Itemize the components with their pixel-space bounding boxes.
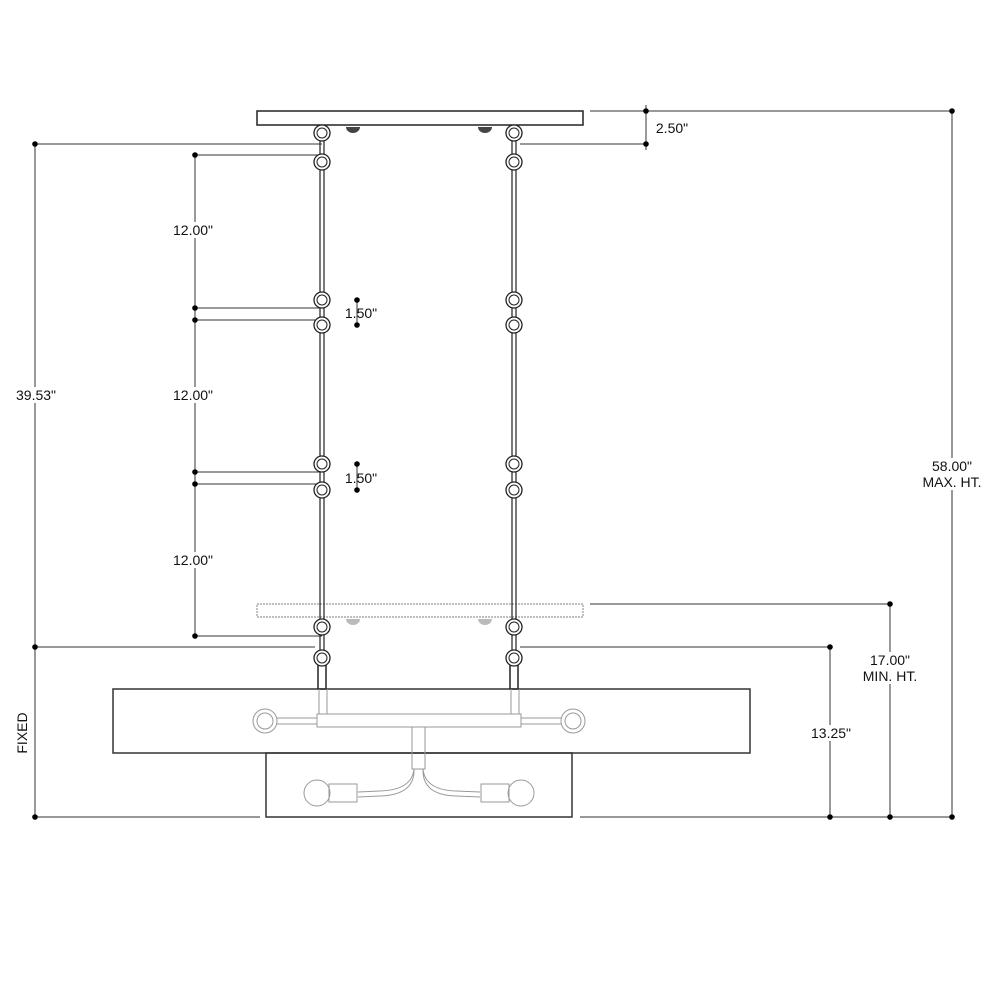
dimension-dot (192, 633, 198, 639)
chain-link-inner (508, 294, 520, 306)
dimension-dot (192, 317, 198, 323)
canopy-min-position (256, 603, 584, 618)
canopy-screws (346, 127, 492, 133)
dimension-dot (354, 461, 360, 467)
fixture-stem (317, 664, 327, 690)
dimension-dot (887, 814, 893, 820)
dimension-dot (827, 814, 833, 820)
overall-chain-label: 39.53" (15, 387, 57, 403)
dimension-dot (949, 814, 955, 820)
dimension-dot (192, 152, 198, 158)
min-height-label: MIN. HT. (862, 668, 918, 684)
chain-link-inner (316, 621, 328, 633)
dimension-dot (192, 481, 198, 487)
fixture-parts (112, 110, 751, 818)
fixture-height-label: 13.25" (810, 725, 852, 741)
chain-segment-1-label: 12.00" (172, 222, 214, 238)
chain-link-inner (316, 156, 328, 168)
canopy-height-label: 2.50" (655, 120, 689, 136)
canopy-min-screws (346, 619, 492, 625)
chain-link-inner (316, 484, 328, 496)
chain-link-inner (508, 621, 520, 633)
chain-link-inner (316, 127, 328, 139)
max-height-value: 58.00" (931, 458, 973, 474)
chain-segment-3-label: 12.00" (172, 552, 214, 568)
chain-link-inner (508, 319, 520, 331)
inner-frame (252, 689, 586, 807)
dimension-dot (827, 644, 833, 650)
lower-shade (265, 752, 573, 818)
dimension-lines (34, 105, 953, 818)
upper-shade (112, 688, 751, 754)
dimension-dot (354, 297, 360, 303)
chain-link-inner (316, 319, 328, 331)
chain-segment-2-label: 12.00" (172, 387, 214, 403)
link-gap-1-label: 1.50" (344, 305, 378, 321)
dimension-dot (32, 141, 38, 147)
dimension-dot (949, 108, 955, 114)
max-height-label: MAX. HT. (922, 474, 982, 490)
chain-link-inner (508, 458, 520, 470)
chain-link-inner (508, 652, 520, 664)
dimension-dot (643, 108, 649, 114)
link-gap-2-label: 1.50" (344, 470, 378, 486)
dimension-dots (32, 108, 955, 820)
dimension-dot (643, 141, 649, 147)
dimension-dot (192, 305, 198, 311)
dimension-dot (32, 814, 38, 820)
dimension-dot (192, 469, 198, 475)
chain-link-inner (316, 294, 328, 306)
dimension-dot (32, 644, 38, 650)
dimension-dot (887, 601, 893, 607)
chain-link-inner (508, 156, 520, 168)
fixture-stem (509, 664, 519, 690)
min-height-value: 17.00" (869, 652, 911, 668)
chain-link-inner (508, 484, 520, 496)
dimension-dot (354, 487, 360, 493)
chain-link-inner (316, 458, 328, 470)
fixed-label: FIXED (14, 712, 30, 754)
chains (313, 124, 523, 690)
chain-link-inner (508, 127, 520, 139)
canopy-max (256, 110, 584, 126)
chain-link-inner (316, 652, 328, 664)
dimension-dot (354, 322, 360, 328)
